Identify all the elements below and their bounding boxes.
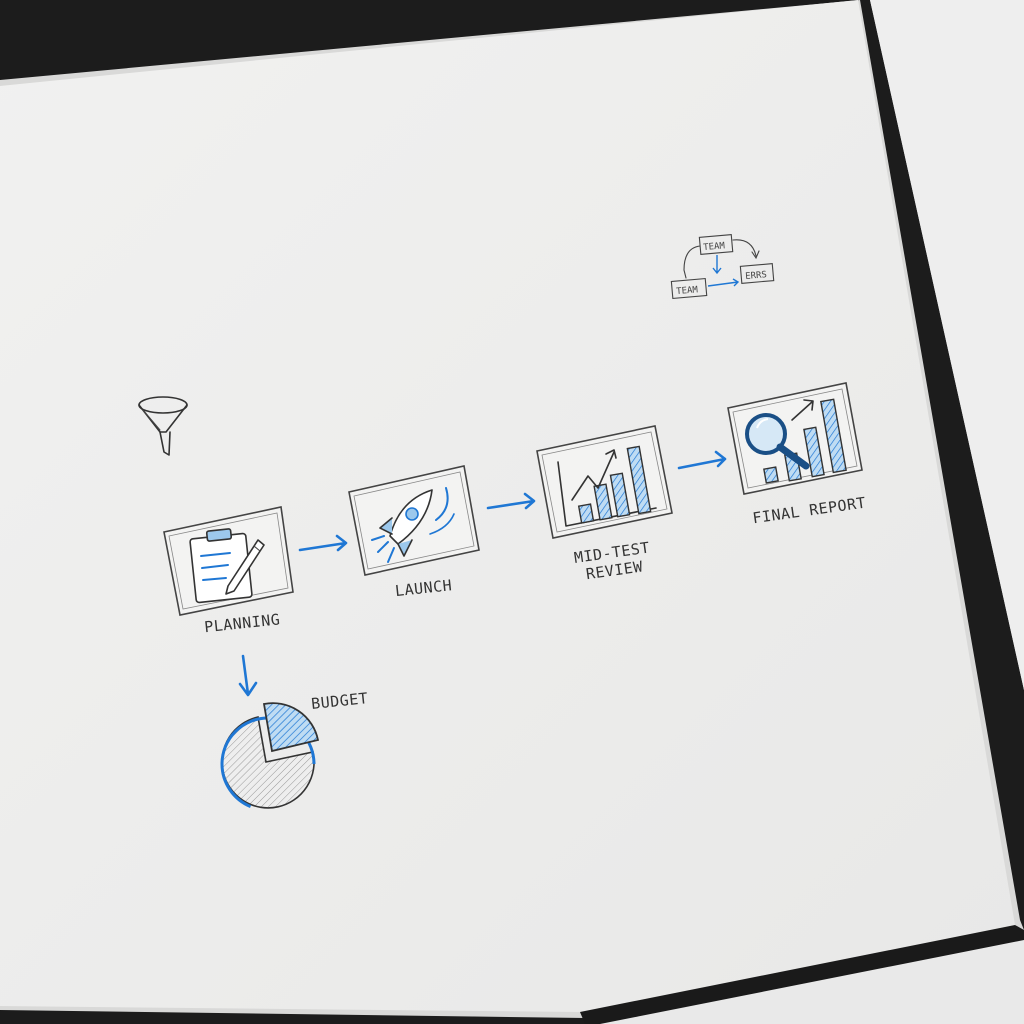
rising-bar-chart-icon — [557, 445, 657, 527]
launch-label: LAUNCH — [394, 576, 453, 600]
errs-box — [739, 263, 775, 284]
errs-box-label: ERRS — [745, 270, 767, 282]
arrow-planning-to-launch — [298, 534, 348, 552]
launch-inner-frame — [353, 471, 475, 570]
team-box-top-label: TEAM — [703, 241, 726, 253]
planning-inner-frame — [168, 512, 289, 610]
budget-label: BUDGET — [310, 689, 369, 713]
team-loop-right — [732, 239, 760, 260]
magnifier-bar-chart-icon — [745, 398, 847, 484]
team-down-arrow — [712, 255, 722, 275]
budget-group: BUDGET — [220, 689, 369, 812]
team-box-left-label: TEAM — [676, 285, 699, 297]
arrow-review-to-final — [677, 450, 727, 470]
final-inner-frame — [732, 388, 858, 489]
pie-highlight-slice — [262, 702, 320, 753]
team-flow-mini-diagram: TEAM TEAM ERRS — [670, 234, 775, 300]
team-box-left — [670, 277, 708, 300]
pie-chart-icon — [220, 702, 320, 812]
clipboard-pencil-icon — [189, 528, 265, 604]
funnel-icon — [138, 396, 188, 456]
table-bottom-right — [600, 940, 1024, 1024]
rocket-icon — [371, 487, 455, 563]
step-launch: LAUNCH — [348, 465, 480, 600]
team-loop-left — [683, 245, 701, 279]
step-mid-test-review: MID-TEST REVIEW — [536, 425, 673, 583]
table-right-area — [870, 0, 1024, 690]
team-right-arrow — [707, 278, 740, 287]
arrow-launch-to-review — [486, 492, 536, 510]
arrow-planning-to-budget — [238, 654, 258, 697]
review-inner-frame — [541, 431, 668, 533]
step-planning: PLANNING — [163, 506, 294, 636]
step-final-report: FINAL REPORT — [727, 382, 867, 527]
